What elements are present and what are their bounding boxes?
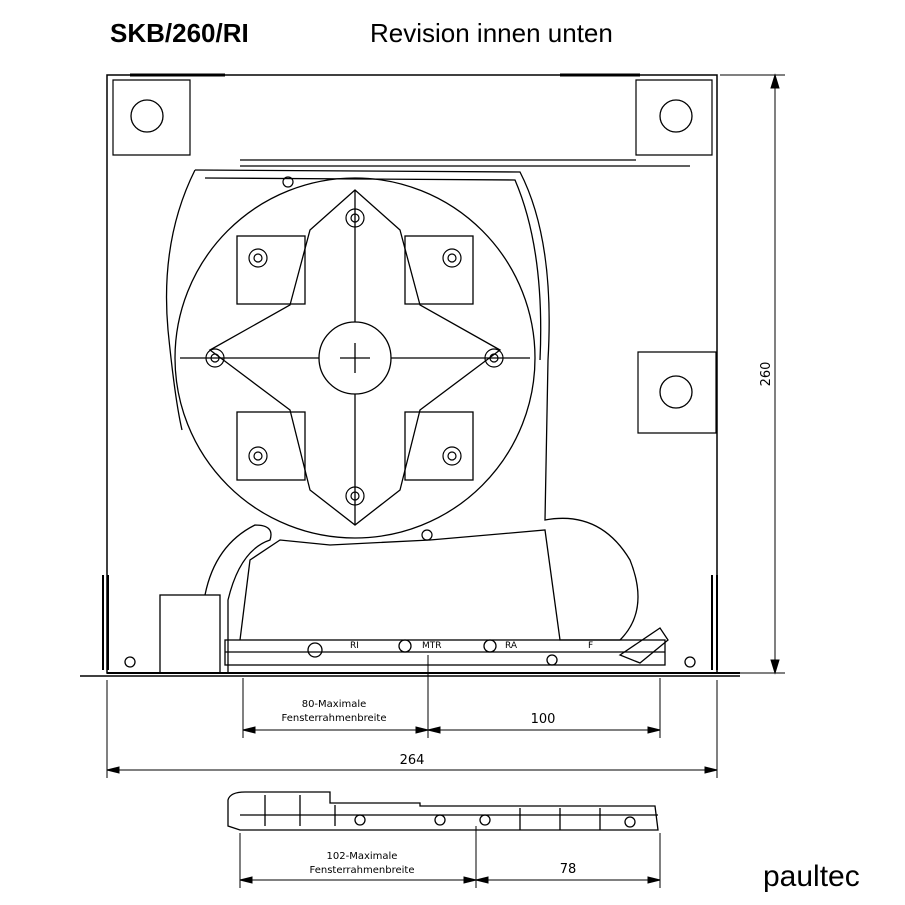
- frame-dimension: [242, 655, 661, 738]
- height-value: 260: [759, 362, 774, 387]
- revision-description: Revision innen unten: [370, 18, 613, 48]
- part-labels: RI MTR RA F: [350, 641, 593, 651]
- label-ra: RA: [505, 641, 518, 651]
- frame-dimension-2: [239, 826, 661, 888]
- offset-value: 100: [531, 712, 556, 727]
- bottom-rail: [124, 524, 696, 674]
- frame2-label-line1: 102-Maximale: [327, 851, 398, 862]
- width-value: 264: [400, 753, 425, 768]
- label-mtr: MTR: [422, 641, 442, 651]
- width-dimension: [106, 680, 718, 778]
- frame-label-line1: 80-Maximale: [302, 699, 367, 710]
- side-channels: [102, 575, 718, 670]
- offset2-value: 78: [560, 862, 577, 877]
- winding-drum: [174, 177, 536, 539]
- frame2-label-line2: Fensterrahmenbreite: [310, 865, 415, 876]
- height-dimension: [720, 73, 785, 675]
- label-ri: RI: [350, 641, 359, 651]
- mounting-holes: [130, 99, 693, 409]
- label-f: F: [588, 641, 593, 651]
- model-title: SKB/260/RI: [110, 18, 249, 48]
- brand-logo-text: paultec: [763, 860, 860, 893]
- alternate-rail-profile: [227, 791, 659, 831]
- housing-outline: [80, 73, 740, 677]
- frame-label-line2: Fensterrahmenbreite: [282, 713, 387, 724]
- drum-bolts: [205, 176, 504, 541]
- gear-housing: [165, 169, 639, 641]
